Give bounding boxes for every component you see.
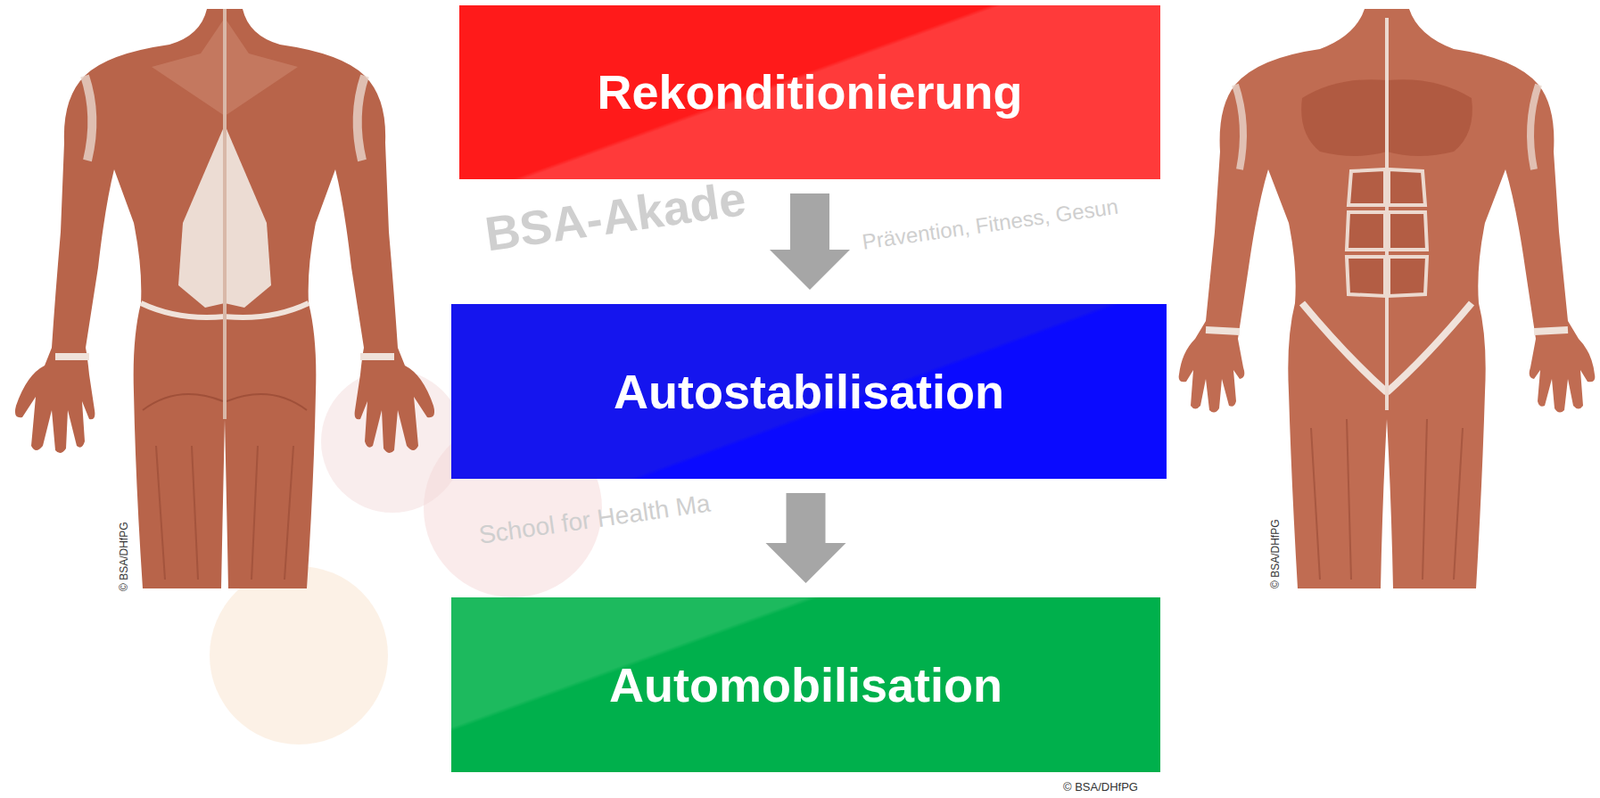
process-box: Autostabilisation xyxy=(451,304,1167,479)
copyright-note: © BSA/DHfPG xyxy=(1063,781,1139,795)
process-box: Automobilisation xyxy=(451,597,1161,773)
watermark-text: BSA-Akade xyxy=(481,170,750,262)
process-box: Rekonditionierung xyxy=(459,5,1161,180)
box-title: Automobilisation xyxy=(609,657,1003,713)
watermark-text: Prävention, Fitness, Gesun xyxy=(860,194,1121,256)
flow-arrow xyxy=(769,193,850,290)
box-title: Autostabilisation xyxy=(613,363,1005,420)
copyright-note: © BSA/DHfPG xyxy=(1270,519,1283,589)
box-title: Rekonditionierung xyxy=(597,64,1023,120)
copyright-note: © BSA/DHfPG xyxy=(118,521,132,592)
flow-arrow xyxy=(766,493,847,584)
